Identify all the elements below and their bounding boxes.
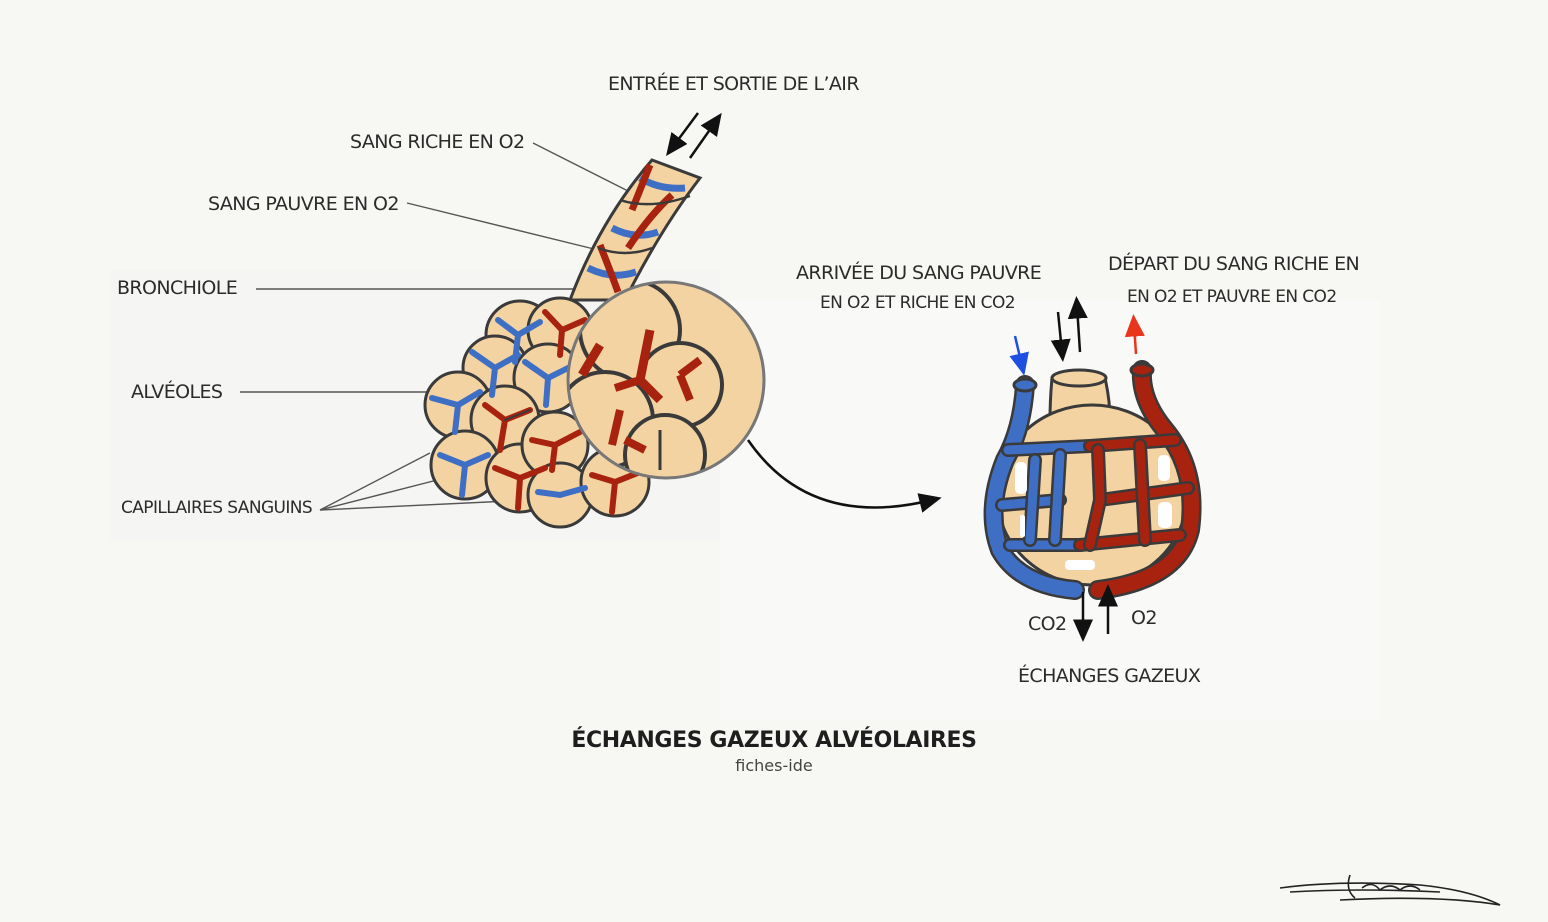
bronchiole — [567, 158, 703, 302]
arrow-air-down — [1050, 311, 1071, 362]
label-arrivee-line2: EN O2 ET RICHE EN CO2 — [820, 293, 1016, 313]
magnifier-lens — [566, 280, 766, 480]
label-capillaires: CAPILLAIRES SANGUINS — [121, 498, 313, 518]
credit: fiches-ide — [735, 756, 813, 775]
label-co2: CO2 — [1028, 613, 1067, 635]
label-o2: O2 — [1131, 607, 1157, 629]
magnified-alveoli — [568, 282, 764, 478]
label-air: ENTRÉE ET SORTIE DE L’AIR — [608, 73, 860, 95]
label-sang-riche: SANG RICHE EN O2 — [350, 131, 525, 153]
signature — [1279, 874, 1501, 906]
single-alveolus — [983, 360, 1202, 600]
label-arrivee-line1: ARRIVÉE DU SANG PAUVRE — [796, 262, 1042, 284]
label-bronchiole: BRONCHIOLE — [117, 277, 238, 299]
label-echanges: ÉCHANGES GAZEUX — [1018, 665, 1201, 687]
arrow-blood-out — [1124, 314, 1145, 355]
label-depart-line1: DÉPART DU SANG RICHE EN — [1108, 253, 1360, 275]
label-depart-line2: EN O2 ET PAUVRE EN CO2 — [1127, 287, 1337, 307]
air-arrows — [666, 112, 722, 159]
label-alveoles: ALVÉOLES — [131, 381, 223, 403]
arrow-blood-in — [1009, 335, 1029, 376]
label-sang-pauvre: SANG PAUVRE EN O2 — [208, 193, 399, 215]
zoom-arrow — [746, 439, 942, 513]
arrow-air-up — [1067, 296, 1088, 353]
diagram-title: ÉCHANGES GAZEUX ALVÉOLAIRES — [571, 728, 977, 753]
cluster-capillaries — [429, 309, 643, 515]
